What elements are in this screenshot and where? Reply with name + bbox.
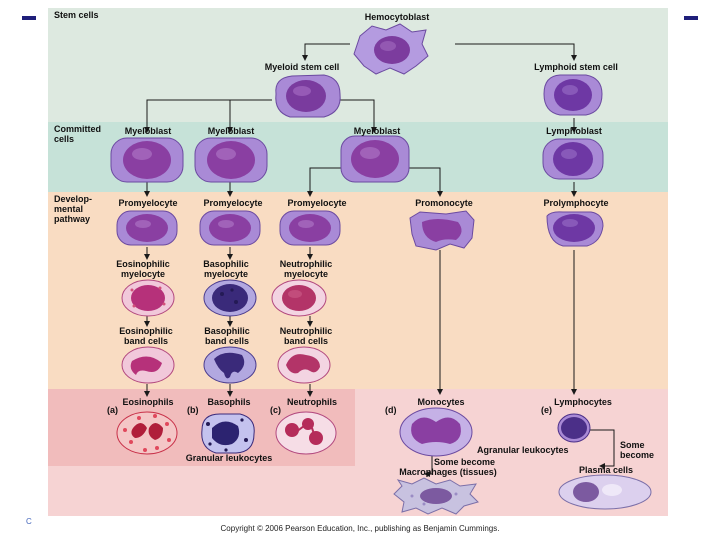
label-myeloblast-2: Myeloblast	[207, 126, 255, 136]
label-promyelocyte-2: Promyelocyte	[203, 198, 263, 208]
panel-letter-b: (b)	[187, 405, 199, 415]
promonocyte-cell	[409, 210, 475, 251]
panel-letter-a: (a)	[107, 405, 118, 415]
slide-dash-left	[22, 16, 36, 20]
neutrophil-cell	[275, 411, 337, 455]
band-label-committed-cells: Committed cells	[54, 124, 101, 144]
copyright-notice: Copyright © 2006 Pearson Education, Inc.…	[220, 524, 500, 533]
panel-letter-e: (e)	[541, 405, 552, 415]
label-basophilic-band-cells: Basophilic band cells	[204, 326, 250, 346]
slide-dash-right	[684, 16, 698, 20]
basophilic-band-cell	[203, 346, 257, 384]
band-label-stem-cells: Stem cells	[54, 10, 99, 20]
promyelocyte-cell-1	[116, 210, 178, 246]
hemocytoblast-cell	[353, 23, 429, 75]
label-some-become-plasma: Some become	[620, 440, 655, 460]
label-eosinophils: Eosinophils	[122, 397, 174, 407]
label-promyelocyte-3: Promyelocyte	[287, 198, 347, 208]
basophil-cell	[201, 413, 255, 454]
eosinophilic-band-cell	[121, 346, 175, 384]
slide-corner-text: C	[26, 517, 32, 526]
label-some-become-macrophage: Some become	[434, 457, 496, 467]
promyelocyte-cell-3	[279, 210, 341, 246]
label-myeloblast-1: Myeloblast	[124, 126, 172, 136]
label-neutrophilic-myelocyte: Neutrophilic myelocyte	[279, 259, 333, 279]
label-eosinophilic-band-cells: Eosinophilic band cells	[119, 326, 173, 346]
label-monocytes: Monocytes	[417, 397, 465, 407]
promyelocyte-cell-2	[199, 210, 261, 246]
myeloid-stem-cell	[275, 74, 341, 118]
label-lymphoid-stem-cell: Lymphoid stem cell	[534, 62, 618, 72]
neutrophilic-band-cell	[277, 346, 331, 384]
label-agranular-leukocytes: Agranular leukocytes	[477, 445, 569, 455]
label-promonocyte: Promonocyte	[415, 198, 473, 208]
label-basophils: Basophils	[207, 397, 251, 407]
label-lymphoblast: Lymphoblast	[546, 126, 602, 136]
label-lymphocytes: Lymphocytes	[554, 397, 612, 407]
myeloblast-cell-2	[194, 137, 268, 183]
panel-letter-d: (d)	[385, 405, 397, 415]
basophilic-myelocyte-cell	[203, 279, 257, 317]
label-granular-leukocytes: Granular leukocytes	[185, 453, 273, 463]
eosinophil-cell	[116, 411, 178, 455]
label-myeloid-stem-cell: Myeloid stem cell	[264, 62, 340, 72]
lymphoblast-cell	[542, 138, 604, 180]
label-macrophages: Macrophages (tissues)	[399, 467, 497, 477]
label-myeloblast-3: Myeloblast	[353, 126, 401, 136]
lymphocyte-cell	[557, 413, 591, 443]
myeloblast-cell-3	[340, 135, 410, 183]
plasma-cell	[558, 474, 652, 510]
monocyte-cell	[399, 407, 473, 457]
neutrophilic-myelocyte-cell	[271, 279, 327, 317]
macrophage-cell	[393, 477, 479, 515]
eosinophilic-myelocyte-cell	[121, 279, 175, 317]
label-plasma-cells: Plasma cells	[578, 465, 634, 475]
label-neutrophils: Neutrophils	[286, 397, 338, 407]
panel-letter-c: (c)	[270, 405, 281, 415]
lymphoid-stem-cell	[543, 74, 603, 116]
band-label-developmental-pathway: Develop- mental pathway	[54, 194, 93, 224]
label-hemocytoblast: Hemocytoblast	[364, 12, 430, 22]
label-basophilic-myelocyte: Basophilic myelocyte	[203, 259, 249, 279]
myeloblast-cell-1	[110, 137, 184, 183]
label-promyelocyte-1: Promyelocyte	[118, 198, 178, 208]
label-prolymphocyte: Prolymphocyte	[543, 198, 609, 208]
prolymphocyte-cell	[546, 211, 604, 247]
label-neutrophilic-band-cells: Neutrophilic band cells	[279, 326, 333, 346]
label-eosinophilic-myelocyte: Eosinophilic myelocyte	[116, 259, 170, 279]
